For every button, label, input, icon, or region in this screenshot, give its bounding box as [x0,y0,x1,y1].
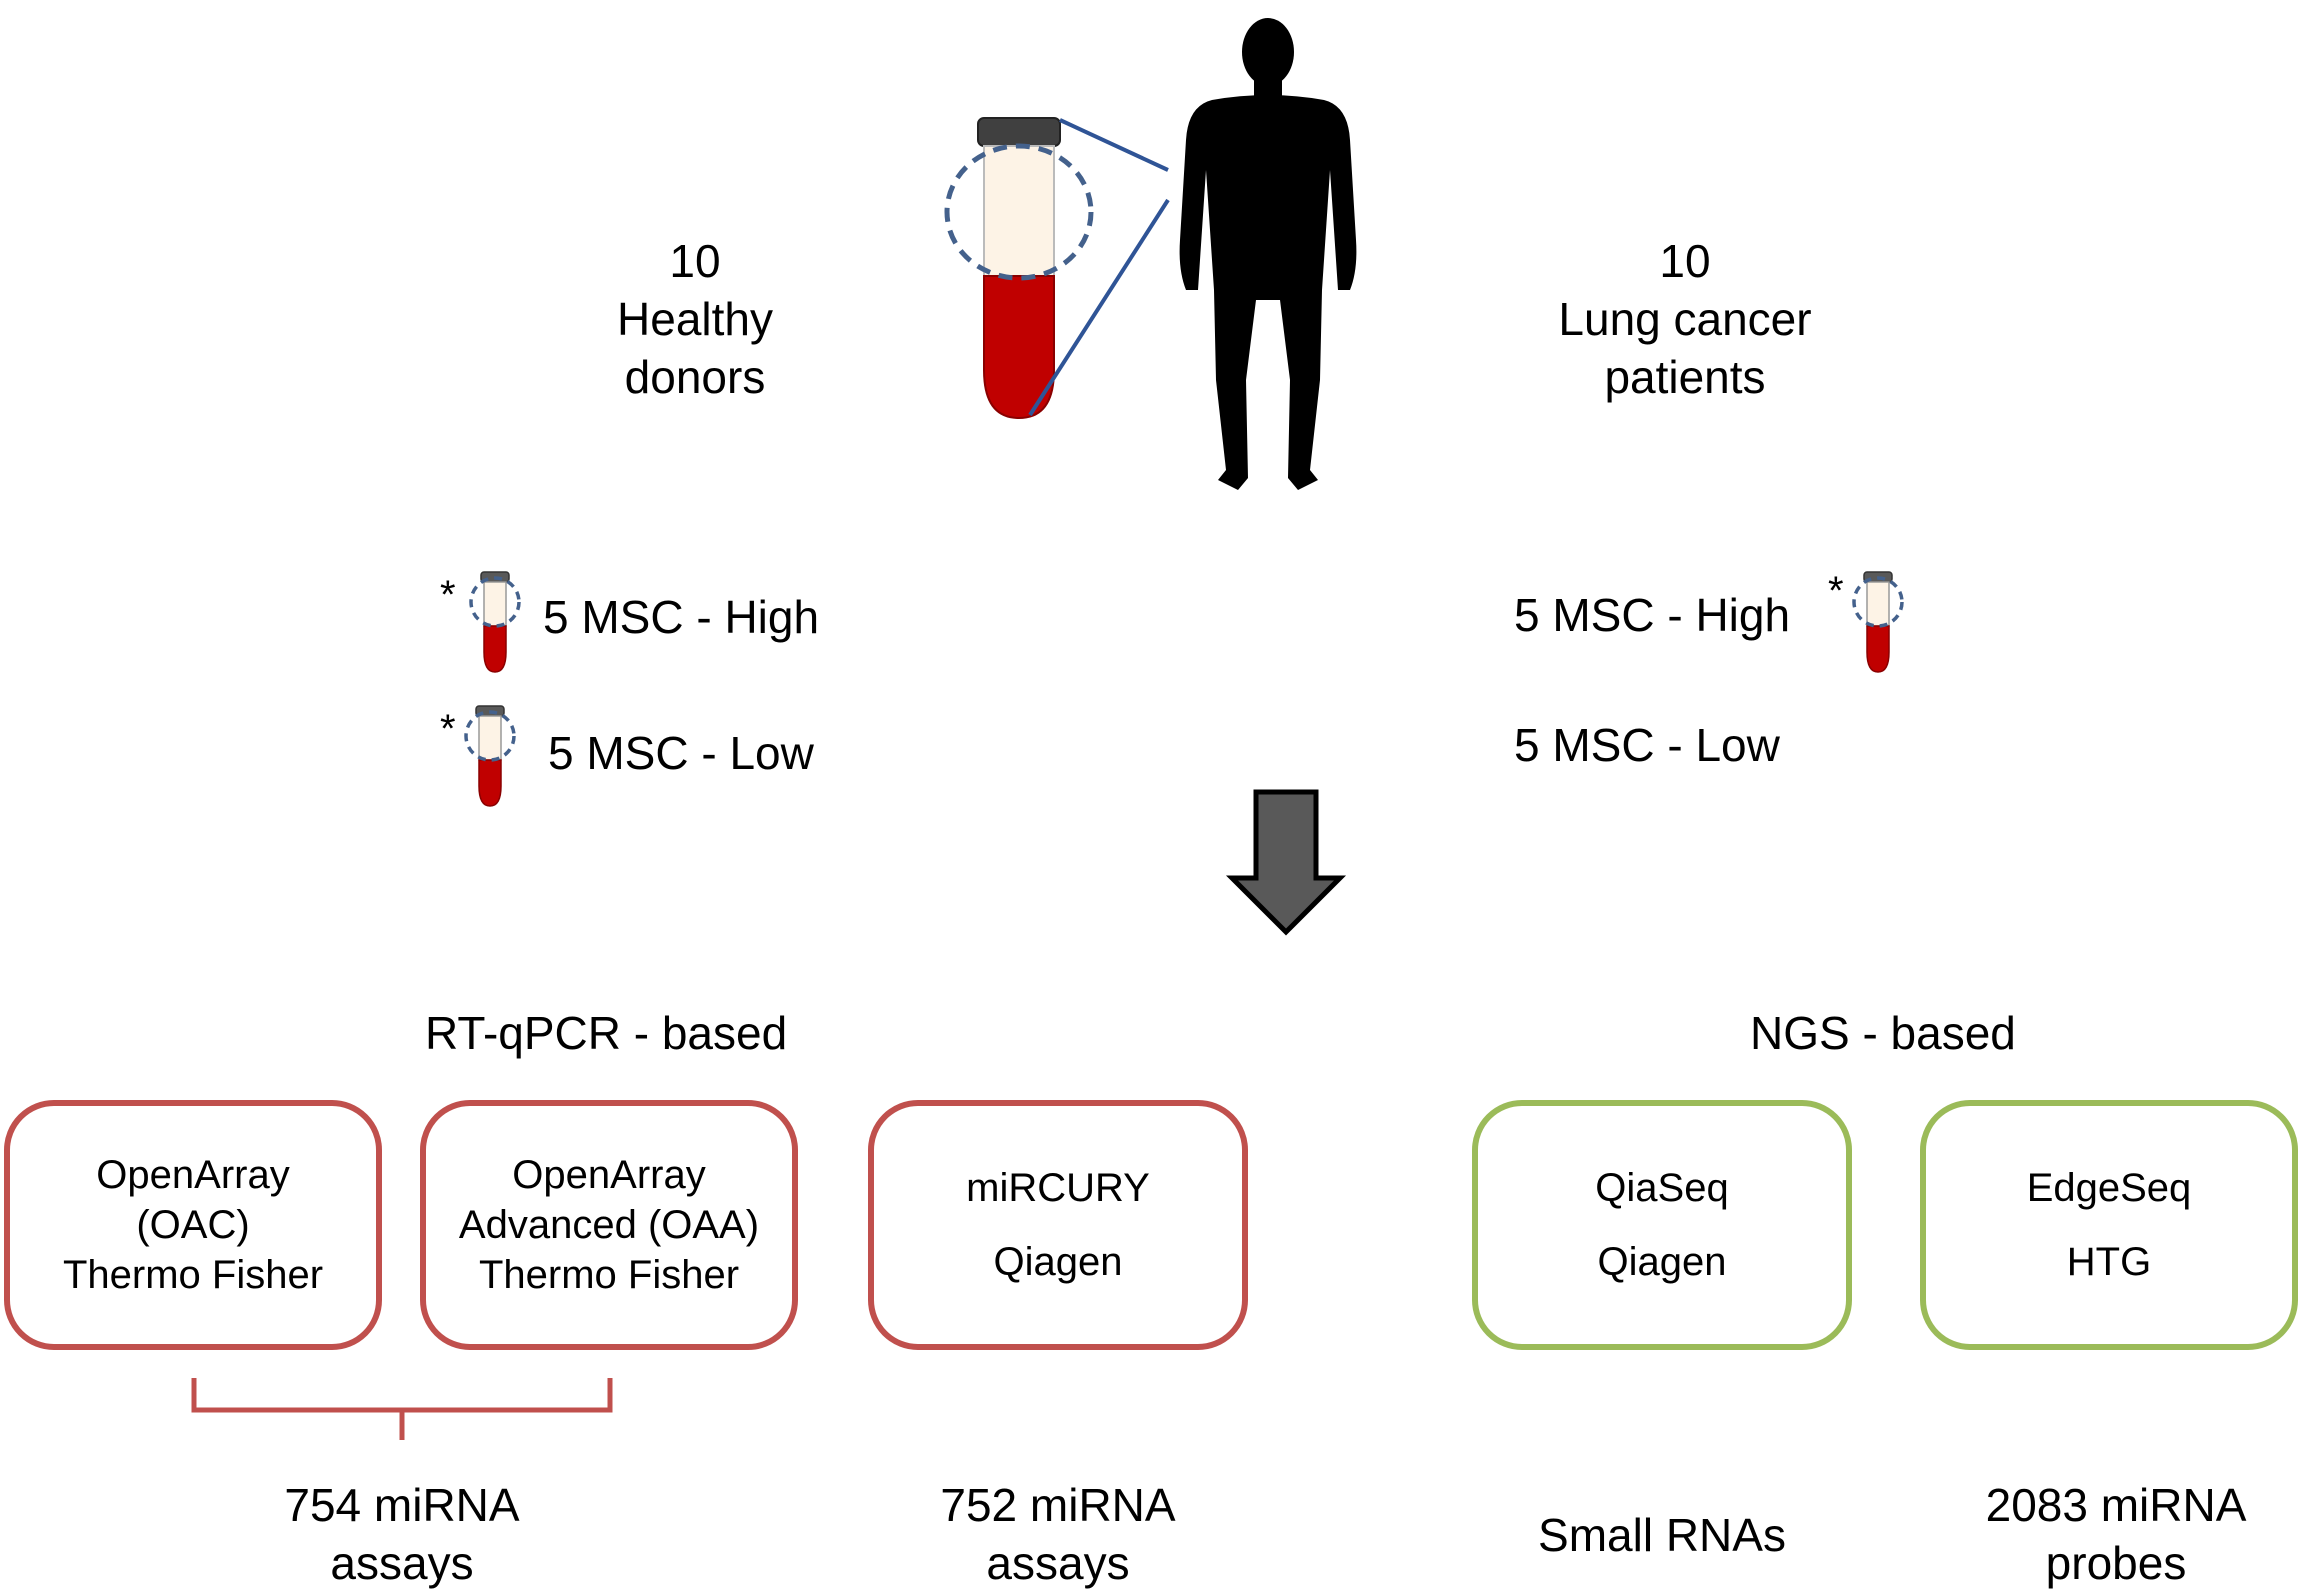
cancer-count: 10 [1659,235,1711,287]
healthy-high-label: 5 MSC - High [543,591,820,643]
mircury-coverage-line2: assays [986,1537,1130,1589]
healthy-count: 10 [669,235,721,287]
platform-box-mircury: miRCURY Qiagen [868,1100,1248,1350]
qiaseq-line1: QiaSeq [1595,1166,1729,1210]
mircury-coverage: 752 miRNA assays [908,1476,1208,1592]
mircury-line2: Qiagen [993,1240,1123,1284]
zoom-lines [1028,118,1170,417]
oac-line3: Thermo Fisher [62,1253,324,1297]
ngs-heading: NGS - based [1750,1007,2016,1059]
oac-line2: (OAC) [136,1203,250,1247]
qiaseq-coverage-line1: Small RNAs [1538,1509,1786,1561]
blood-tube-icon [464,704,516,808]
healthy-low-label: 5 MSC - Low [548,727,814,779]
asterisk-marker: * [1828,569,1844,613]
cancer-cohort-label: 10 Lung cancer patients [1520,232,1850,406]
platform-box-qiaseq: QiaSeq Qiagen [1472,1100,1852,1350]
qiaseq-coverage: Small RNAs [1512,1506,1812,1564]
rtqpcr-heading: RT-qPCR - based [425,1007,788,1059]
healthy-cohort-label: 10 Healthy donors [560,232,830,406]
openarray-coverage-line2: assays [330,1537,474,1589]
openarray-bracket [191,1378,613,1440]
edgeseq-coverage-line1: 2083 miRNA [1985,1479,2247,1531]
oaa-line2: Advanced (OAA) [458,1203,760,1247]
cancer-line2: patients [1604,351,1766,403]
oac-line1: OpenArray [96,1153,290,1197]
healthy-line2: donors [624,351,766,403]
edgeseq-line1: EdgeSeq [2026,1166,2192,1210]
blood-tube-icon [1852,570,1904,674]
down-arrow-icon [1225,789,1347,936]
cancer-high-label: 5 MSC - High [1514,589,1791,641]
blood-tube-icon [469,570,521,674]
platform-box-oaa: OpenArray Advanced (OAA) Thermo Fisher [420,1100,798,1350]
asterisk-marker: * [440,707,456,751]
healthy-line1: Healthy [617,293,773,345]
edgeseq-coverage-line2: probes [2045,1537,2187,1589]
mircury-line1: miRCURY [966,1166,1150,1210]
blood-tube-icon [944,117,1094,420]
oaa-line3: Thermo Fisher [478,1253,740,1297]
edgeseq-line2: HTG [2066,1240,2152,1284]
asterisk-marker: * [440,573,456,617]
openarray-coverage: 754 miRNA assays [252,1476,552,1592]
human-silhouette-icon [1179,18,1357,490]
qiaseq-line2: Qiagen [1597,1240,1727,1284]
openarray-coverage-line1: 754 miRNA [284,1479,520,1531]
oaa-line1: OpenArray [512,1153,706,1197]
platform-box-oac: OpenArray (OAC) Thermo Fisher [4,1100,382,1350]
edgeseq-coverage: 2083 miRNA probes [1956,1476,2276,1592]
platform-box-edgeseq: EdgeSeq HTG [1920,1100,2298,1350]
mircury-coverage-line1: 752 miRNA [940,1479,1176,1531]
cancer-line1: Lung cancer [1558,293,1812,345]
cancer-low-label: 5 MSC - Low [1514,719,1780,771]
